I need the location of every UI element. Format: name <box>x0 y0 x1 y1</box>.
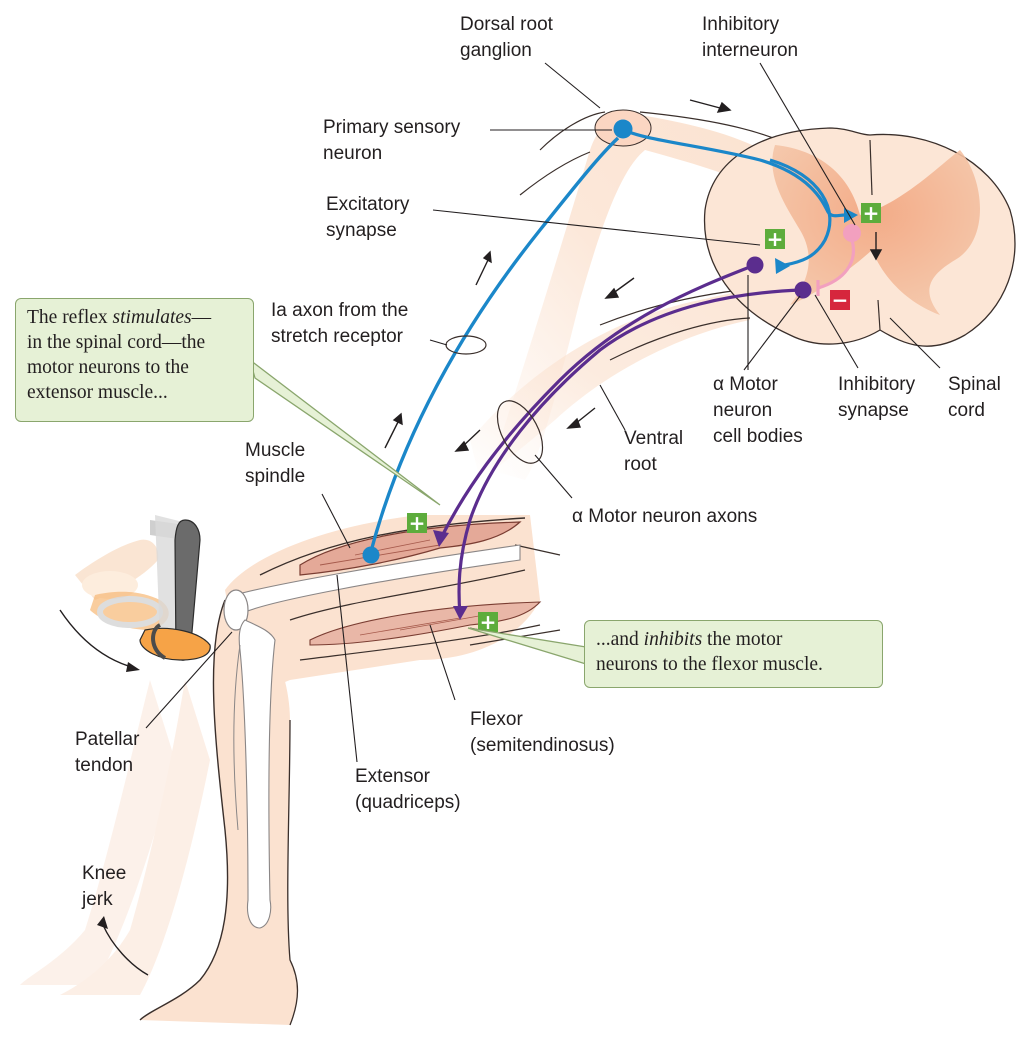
muscle-spindle-label: Muscle spindle <box>245 440 306 487</box>
flexor-label: Flexor (semitendinosus) <box>470 709 615 756</box>
excitatory-synapse-label: Excitatory synapse <box>326 194 410 241</box>
inhibitory-interneuron-label: Inhibitory interneuron <box>702 14 799 61</box>
inhibitory-interneuron <box>816 224 861 296</box>
callout-stimulates-pre: The reflex <box>27 307 113 328</box>
alpha-motor-neuron-axons-label: α Motor neuron axons <box>572 506 758 527</box>
excitatory-synapse-marker-2: + <box>765 227 785 251</box>
leg-ghost-positions <box>20 680 210 995</box>
plus-symbol: + <box>409 511 426 535</box>
ia-axon-label: Ia axon from the stretch receptor <box>271 300 409 347</box>
knee-jerk-arrow <box>102 924 149 976</box>
callout-stimulates-post: — in the spinal cord—the motor neurons t… <box>27 307 212 403</box>
minus-symbol: − <box>832 288 849 312</box>
callout-stimulates: The reflex stimulates— in the spinal cor… <box>15 298 254 422</box>
hammer-swing-arrow <box>59 609 136 669</box>
callout-inhibits: ...and inhibits the motor neurons to the… <box>584 620 883 688</box>
extensor-excitation-marker: + <box>407 511 427 535</box>
callout-inhibits-pre: ...and <box>596 629 644 650</box>
signal-direction-arrows <box>384 99 883 452</box>
plus-symbol: + <box>767 227 784 251</box>
leader-lines <box>145 62 941 763</box>
patellar-tendon-label: Patellar tendon <box>75 729 140 776</box>
ia-axon-marker <box>445 335 487 355</box>
primary-sensory-neuron-label: Primary sensory neuron <box>323 117 461 164</box>
ventral-root-label: Ventral root <box>624 428 684 475</box>
plus-symbol: + <box>863 201 880 225</box>
extensor-label: Extensor (quadriceps) <box>355 766 461 813</box>
alpha-motor-neuron-cell-bodies-label: α Motor neuron cell bodies <box>713 374 803 447</box>
flexor-excitation-marker: + <box>478 610 498 634</box>
plus-symbol: + <box>480 610 497 634</box>
inhibitory-synapse-marker: − <box>830 288 850 312</box>
callout-inhibits-post: the motor neurons to the flexor muscle. <box>596 629 823 675</box>
excitatory-synapse-marker-1: + <box>861 201 881 225</box>
alpha-motor-neurons <box>433 256 812 620</box>
knee-jerk-label: Knee jerk <box>82 863 127 910</box>
callout-stimulates-em: stimulates <box>112 307 192 328</box>
motor-axons-marker <box>496 400 544 464</box>
reflex-hammer <box>75 515 211 661</box>
dorsal-root-ganglion-label: Dorsal root ganglion <box>460 14 553 61</box>
inhibitory-synapse-label: Inhibitory synapse <box>838 374 916 421</box>
leg <box>139 515 561 1026</box>
spinal-cord-label: Spinal cord <box>948 374 1001 421</box>
callout-inhibits-em: inhibits <box>643 629 703 650</box>
